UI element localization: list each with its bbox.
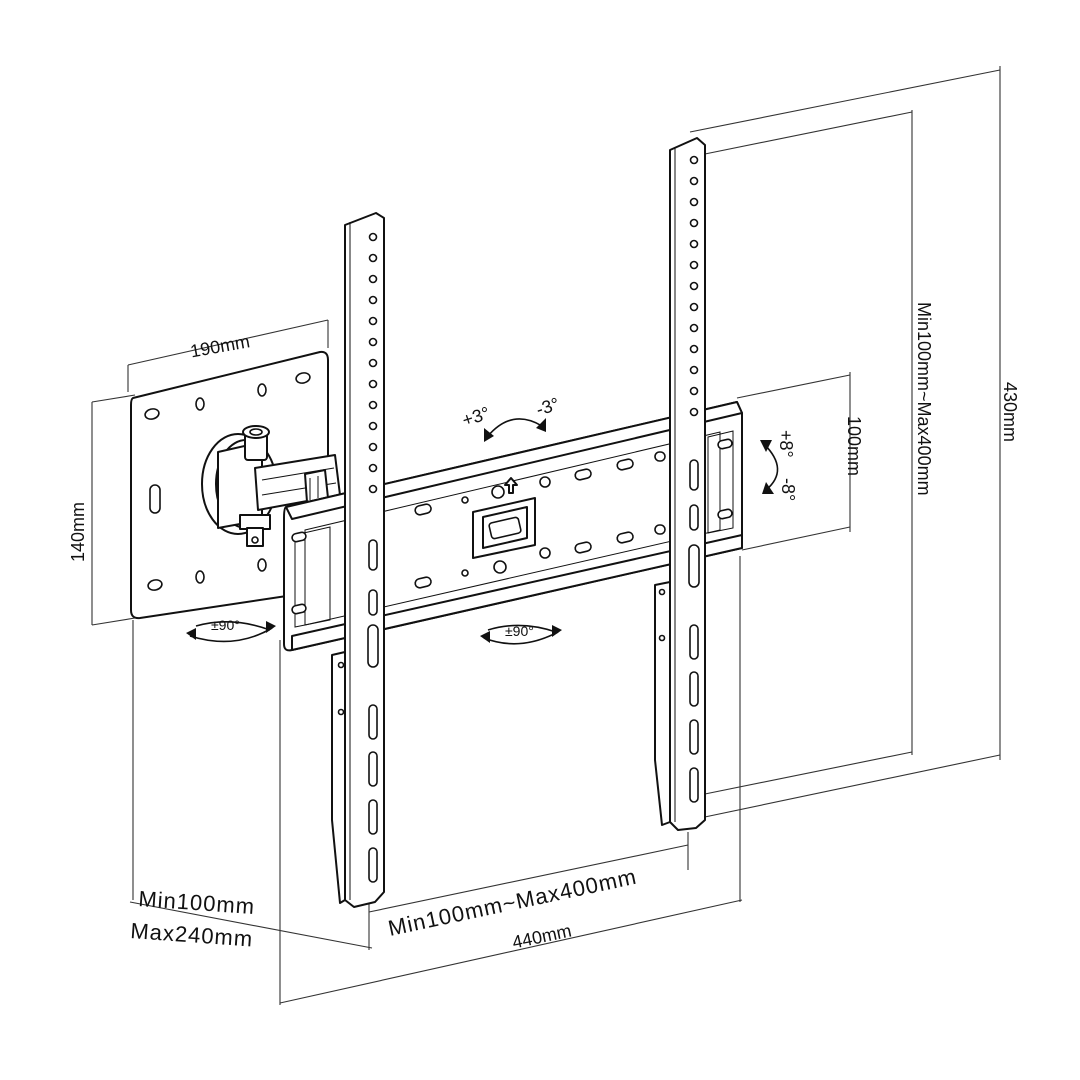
swivel-arrow-wall — [186, 621, 276, 643]
swivel-center-label: ±90° — [505, 623, 534, 639]
level-plus-label: +3° — [460, 403, 493, 431]
swivel-wall-label: ±90° — [211, 617, 240, 633]
tilt-minus-label: -8° — [778, 478, 798, 501]
overall-height-label: 430mm — [1000, 382, 1020, 442]
pivot-arm — [201, 425, 341, 547]
vesa-vertical-label: Min100mm~Max400mm — [914, 302, 934, 496]
left-bracket-holes — [337, 232, 379, 883]
right-bracket-holes — [658, 155, 700, 803]
wall-plate-width-label: 190mm — [189, 331, 252, 361]
horizontal-rail — [283, 401, 743, 652]
level-minus-label: -3° — [534, 394, 562, 420]
left-vertical-bracket — [331, 212, 385, 908]
tilt-plus-label: +8° — [776, 430, 796, 458]
arm-extension-min-label: Min100mm — [138, 886, 256, 919]
swivel-arrow-center — [480, 624, 562, 645]
overall-width-label: 440mm — [510, 921, 573, 953]
rail-height-label: 100mm — [844, 416, 864, 476]
wall-plate-height-label: 140mm — [68, 502, 88, 562]
tilt-arrow — [760, 440, 779, 494]
right-vertical-bracket — [654, 137, 706, 831]
arm-extension-max-label: Max240mm — [130, 918, 254, 952]
vesa-horizontal-label: Min100mm~Max400mm — [386, 864, 639, 941]
level-arrow — [484, 418, 546, 442]
